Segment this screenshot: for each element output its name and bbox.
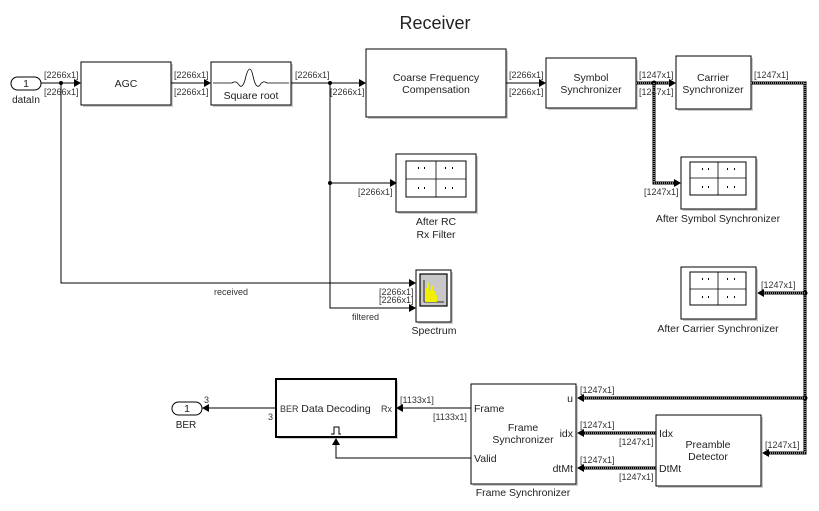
trigger-pulse-icon [331,426,341,435]
arrow-coarse-symbol [539,79,546,87]
arrow-sqrt-coarse [359,79,366,87]
signal-name-received: received [214,287,248,297]
bus-carrier-output [577,81,808,457]
outport-number: 1 [184,403,190,415]
block-data-decoding[interactable]: BER Data Decoding Rx [275,378,398,439]
signal-dim-label: [1247x1] [761,280,796,290]
inport-name: dataIn [12,95,40,106]
arrow-filtered [409,304,416,312]
bus-symbol-carrier [636,79,681,187]
constellation-icon [702,278,735,298]
wire-valid-trigger [335,445,472,459]
coarse-label-line2: Compensation [402,84,470,96]
arrow-ber [202,404,209,412]
frame-sync-caption: Frame Synchronizer [476,487,571,499]
spectrum-label: Spectrum [412,325,457,337]
signal-dim-label: [1247x1] [580,420,615,430]
carrier-sync-line2: Synchronizer [682,84,744,96]
block-symbol-synchronizer[interactable]: Symbol Synchronizer [545,57,638,110]
signal-dim-label: 3 [268,412,273,422]
signal-dim-label: [1247x1] [639,87,674,97]
signal-dim-label: [1247x1] [580,385,615,395]
scope-after-symbol-synchronizer[interactable]: After Symbol Synchronizer [656,156,781,225]
wire-received [60,83,409,284]
signal-dim-label: [1247x1] [580,455,615,465]
signal-dim-label: [1247x1] [754,70,789,80]
port-label-rx: Rx [381,404,392,414]
inport-datain[interactable]: 1 dataIn [10,76,42,106]
arrow-valid-trigger [332,438,340,445]
signal-dim-label: [2266x1] [509,87,544,97]
scope-symbol-label: After Symbol Synchronizer [656,213,781,225]
block-spectrum-analyzer[interactable]: Spectrum [412,269,457,337]
port-label-idx-out: Idx [659,428,674,440]
symbol-sync-line1: Symbol [573,72,608,84]
outport-ber[interactable]: 1 BER [171,401,203,431]
inport-number: 1 [23,78,29,90]
signal-dim-label: [2266x1] [44,70,79,80]
frame-sync-line1: Frame [508,422,538,434]
carrier-sync-line1: Carrier [697,72,730,84]
signal-dim-label: [1133x1] [433,412,467,422]
signal-dim-label: [2266x1] [174,87,209,97]
signal-name-filtered: filtered [352,312,379,322]
arrow-agc-sqrt [204,79,211,87]
constellation-icon [418,167,453,189]
symbol-sync-line2: Synchronizer [560,84,622,96]
square-root-label: Square root [224,90,279,102]
port-label-idx: idx [560,428,574,440]
signal-dim-label: 3 [204,395,209,405]
signal-dim-label: [1247x1] [619,472,654,482]
bus-preamble-idx [577,429,656,437]
spectrum-icon [423,280,444,303]
signal-dim-label: [2266x1] [379,295,414,305]
block-agc[interactable]: AGC [80,61,173,107]
port-label-dtmt-out: DtMt [659,463,681,475]
coarse-label-line1: Coarse Frequency [393,72,480,84]
block-frame-synchronizer[interactable]: Frame Valid u idx dtMt Frame Synchronize… [470,383,578,499]
signal-dim-label: [1133x1] [400,395,434,405]
signal-dim-label: [2266x1] [295,70,330,80]
preamble-line1: Preamble [686,439,731,451]
port-label-frame: Frame [474,403,504,415]
preamble-line2: Detector [688,451,728,463]
signal-dim-label: [2266x1] [358,187,393,197]
outport-name: BER [176,420,197,431]
port-label-dtmt: dtMt [553,463,574,475]
signal-dim-label: [1247x1] [644,187,679,197]
signal-dim-label: [2266x1] [509,70,544,80]
port-label-valid: Valid [474,453,497,465]
scope-after-carrier-synchronizer[interactable]: After Carrier Synchronizer [657,266,779,335]
rrc-impulse-icon [213,68,289,87]
arrow-to-rc-scope [390,179,397,187]
signal-dim-label: [2266x1] [174,70,209,80]
frame-sync-line2: Synchronizer [492,434,554,446]
arrow-frame-rx [396,404,403,412]
signal-dim-label: [1247x1] [619,437,654,447]
scope-after-rc-rx-filter[interactable]: After RC Rx Filter [395,153,478,241]
signal-dim-label: [1247x1] [639,70,674,80]
data-decoding-label: Data Decoding [301,403,371,415]
port-label-u: u [567,393,573,405]
arrow-received [409,279,416,287]
signal-dim-label: [2266x1] [379,287,414,297]
port-label-ber: BER [280,404,299,414]
block-preamble-detector[interactable]: Idx DtMt Preamble Detector [655,414,763,488]
block-coarse-frequency-compensation[interactable]: Coarse Frequency Compensation [365,48,508,119]
block-carrier-synchronizer[interactable]: Carrier Synchronizer [675,55,753,111]
model-title: Receiver [399,13,470,33]
scope-carrier-label: After Carrier Synchronizer [657,323,779,335]
signal-dim-label: [2266x1] [330,87,365,97]
wire-filtered [329,83,409,309]
constellation-icon [702,168,735,188]
bus-preamble-dtmt [577,464,656,472]
agc-label: AGC [115,78,138,90]
scope-rc-label-line2: Rx Filter [416,229,456,241]
signal-dim-label: [1247x1] [765,440,800,450]
scope-rc-label-line1: After RC [416,216,457,228]
block-square-root[interactable]: Square root [210,61,293,107]
